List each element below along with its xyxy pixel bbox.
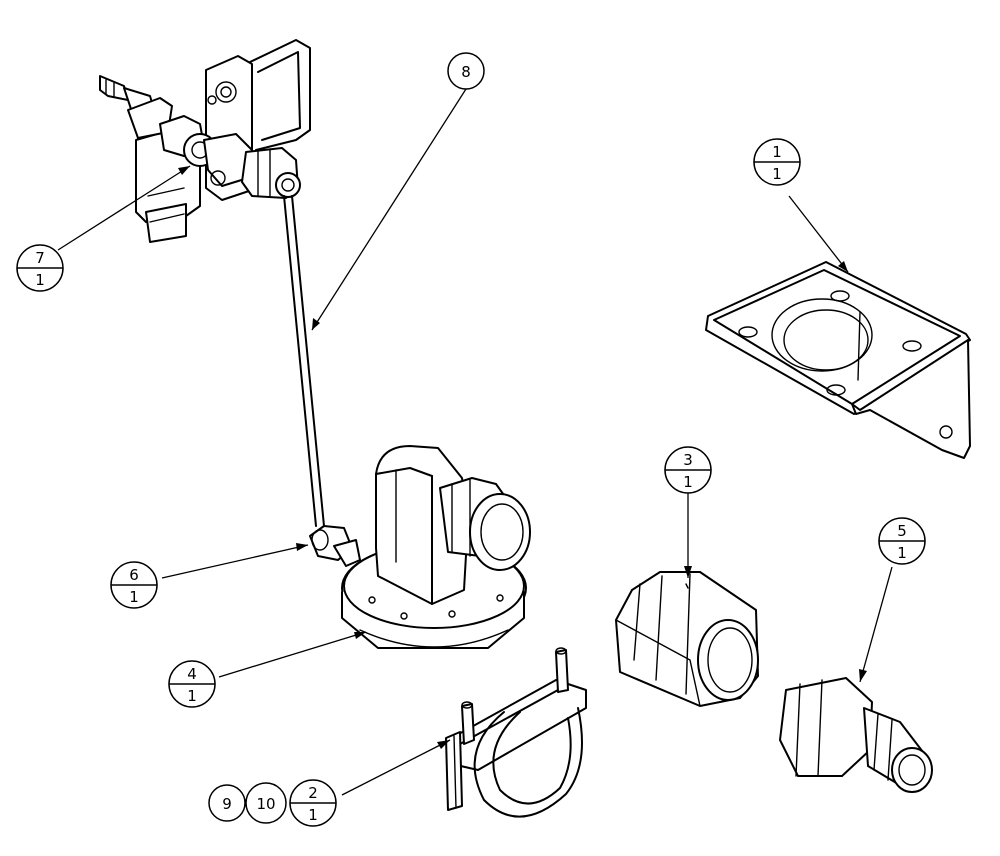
callout-7-qty-top: 7 bbox=[35, 249, 45, 267]
callout-1-qty-bottom: 1 bbox=[772, 165, 782, 183]
callout-2-qty-top: 2 bbox=[308, 784, 318, 802]
callout-5-qty-top: 5 bbox=[897, 522, 907, 540]
part-valve-assembly bbox=[99, 39, 311, 243]
part-tubing bbox=[283, 195, 325, 527]
part-hose-barb bbox=[779, 677, 933, 793]
callout-5-qty-bottom: 1 bbox=[897, 544, 907, 562]
part-mounting-bracket bbox=[705, 261, 971, 459]
callout-8: 8 bbox=[447, 52, 485, 90]
part-coupling-nut bbox=[615, 571, 759, 707]
callout-10-label: 10 bbox=[256, 795, 275, 813]
callout-10: 10 bbox=[245, 782, 287, 824]
callout-7-qty-bottom: 1 bbox=[35, 271, 45, 289]
callout-4-qty-bottom: 1 bbox=[187, 687, 197, 705]
callout-4-qty-top: 4 bbox=[187, 665, 197, 683]
callout-9: 9 bbox=[208, 784, 246, 822]
callout-6-qty-bottom: 1 bbox=[129, 588, 139, 606]
part-clamp bbox=[445, 647, 587, 818]
callout-8-label: 8 bbox=[461, 63, 471, 81]
callout-3-qty-top: 3 bbox=[683, 451, 693, 469]
callout-6: 6 1 bbox=[110, 561, 158, 609]
callout-4: 4 1 bbox=[168, 660, 216, 708]
callout-2-qty-bottom: 1 bbox=[308, 806, 318, 824]
leader-lines bbox=[57, 88, 893, 796]
callout-5: 5 1 bbox=[878, 517, 926, 565]
callout-3-qty-bottom: 1 bbox=[683, 473, 693, 491]
callout-9-label: 9 bbox=[222, 795, 232, 813]
callout-7: 7 1 bbox=[16, 244, 64, 292]
callout-2: 2 1 bbox=[289, 779, 337, 827]
callout-1-qty-top: 1 bbox=[772, 143, 782, 161]
callout-6-qty-top: 6 bbox=[129, 566, 139, 584]
part-pump-head bbox=[309, 445, 531, 649]
callout-1: 1 1 bbox=[753, 138, 801, 186]
callout-3: 3 1 bbox=[664, 446, 712, 494]
